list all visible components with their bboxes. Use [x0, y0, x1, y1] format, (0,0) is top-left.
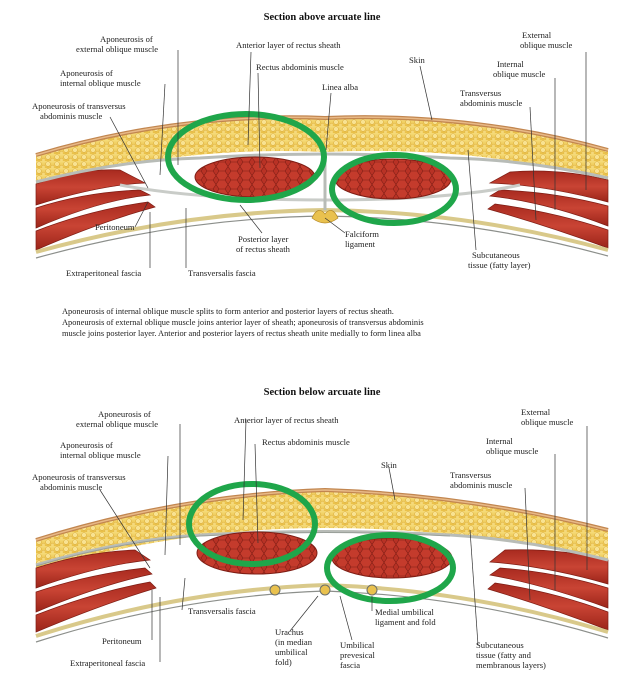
bottom-label-transversus-2: abdominis muscle [450, 480, 512, 490]
bottom-label-int-oblique-apo-1: Aponeurosis of [60, 440, 113, 450]
caption-line-1: Aponeurosis of internal oblique muscle s… [62, 307, 394, 316]
bottom-label-urachus-2: (in median [275, 637, 313, 647]
top-label-int-oblique-apo-1: Aponeurosis of [60, 68, 113, 78]
bottom-label-umb-prevesical-2: prevesical [340, 650, 375, 660]
caption-line-2: Aponeurosis of external oblique muscle j… [62, 318, 424, 327]
top-label-posterior-layer-1: Posterior layer [238, 234, 288, 244]
top-label-falciform-2: ligament [345, 239, 376, 249]
bottom-label-urachus-1: Urachus [275, 627, 304, 637]
bottom-label-subcut-2: tissue (fatty and [476, 650, 532, 660]
top-label-subcut-2: tissue (fatty layer) [468, 260, 531, 270]
bottom-right-muscles [488, 550, 608, 630]
bottom-label-transversus-apo-2: abdominis muscle [40, 482, 102, 492]
top-label-posterior-layer-2: of rectus sheath [236, 244, 291, 254]
bottom-label-urachus-3: umbilical [275, 647, 308, 657]
bottom-label-ext-oblique-apo-1: Aponeurosis of [98, 409, 151, 419]
bottom-label-subcut-3: membranous layers) [476, 660, 546, 670]
caption-line-3: muscle joins posterior layer. Anterior a… [62, 329, 421, 338]
bottom-label-anterior-layer: Anterior layer of rectus sheath [234, 415, 339, 425]
top-label-int-oblique-apo-2: internal oblique muscle [60, 78, 141, 88]
top-label-falciform-1: Falciform [345, 229, 379, 239]
top-label-int-oblique-1: Internal [497, 59, 524, 69]
bottom-label-ext-oblique-2: oblique muscle [521, 417, 573, 427]
bottom-label-medial-umb-1: Medial umbilical [375, 607, 435, 617]
top-label-transversus-apo-2: abdominis muscle [40, 111, 102, 121]
top-label-ext-oblique-apo-1: Aponeurosis of [100, 34, 153, 44]
top-label-anterior-layer: Anterior layer of rectus sheath [236, 40, 341, 50]
top-section: Section above arcuate line [32, 12, 608, 338]
bottom-label-subcut-1: Subcutaneous [476, 640, 524, 650]
bottom-label-transversus-1: Transversus [450, 470, 492, 480]
top-label-extraperitoneal: Extraperitoneal fascia [66, 268, 141, 278]
bottom-section-title: Section below arcuate line [264, 387, 381, 398]
bottom-section: Section below arcuate line [32, 387, 608, 670]
top-label-subcut-1: Subcutaneous [472, 250, 520, 260]
top-label-rectus: Rectus abdominis muscle [256, 62, 344, 72]
bottom-label-int-oblique-apo-2: internal oblique muscle [60, 450, 141, 460]
bottom-label-urachus-4: fold) [275, 657, 292, 667]
top-section-title: Section above arcuate line [264, 12, 381, 23]
top-label-ext-oblique-2: oblique muscle [520, 40, 572, 50]
top-label-int-oblique-2: oblique muscle [493, 69, 545, 79]
top-label-peritoneum: Peritoneum [95, 222, 135, 232]
top-label-transversus-2: abdominis muscle [460, 98, 522, 108]
bottom-label-ext-oblique-1: External [521, 407, 551, 417]
top-label-transversus-apo-1: Aponeurosis of transversus [32, 101, 126, 111]
bottom-label-extraperitoneal: Extraperitoneal fascia [70, 658, 145, 668]
top-label-skin: Skin [409, 55, 425, 65]
bottom-label-int-oblique-2: oblique muscle [486, 446, 538, 456]
bottom-label-int-oblique-1: Internal [486, 436, 513, 446]
bottom-label-skin: Skin [381, 460, 397, 470]
bottom-label-medial-umb-2: ligament and fold [375, 617, 436, 627]
top-label-ext-oblique-1: External [522, 30, 552, 40]
top-label-transversalis: Transversalis fascia [188, 268, 256, 278]
top-caption: Aponeurosis of internal oblique muscle s… [62, 307, 424, 338]
bottom-label-ext-oblique-apo-2: external oblique muscle [76, 419, 158, 429]
bottom-label-transversus-apo-1: Aponeurosis of transversus [32, 472, 126, 482]
bottom-label-rectus: Rectus abdominis muscle [262, 437, 350, 447]
bottom-label-transversalis: Transversalis fascia [188, 606, 256, 616]
bottom-label-peritoneum: Peritoneum [102, 636, 142, 646]
bottom-label-umb-prevesical-3: fascia [340, 660, 360, 670]
top-label-transversus-1: Transversus [460, 88, 502, 98]
top-falciform-ligament [312, 210, 338, 223]
top-label-linea-alba: Linea alba [322, 82, 358, 92]
top-label-ext-oblique-apo-2: external oblique muscle [76, 44, 158, 54]
bottom-label-umb-prevesical-1: Umbilical [340, 640, 375, 650]
